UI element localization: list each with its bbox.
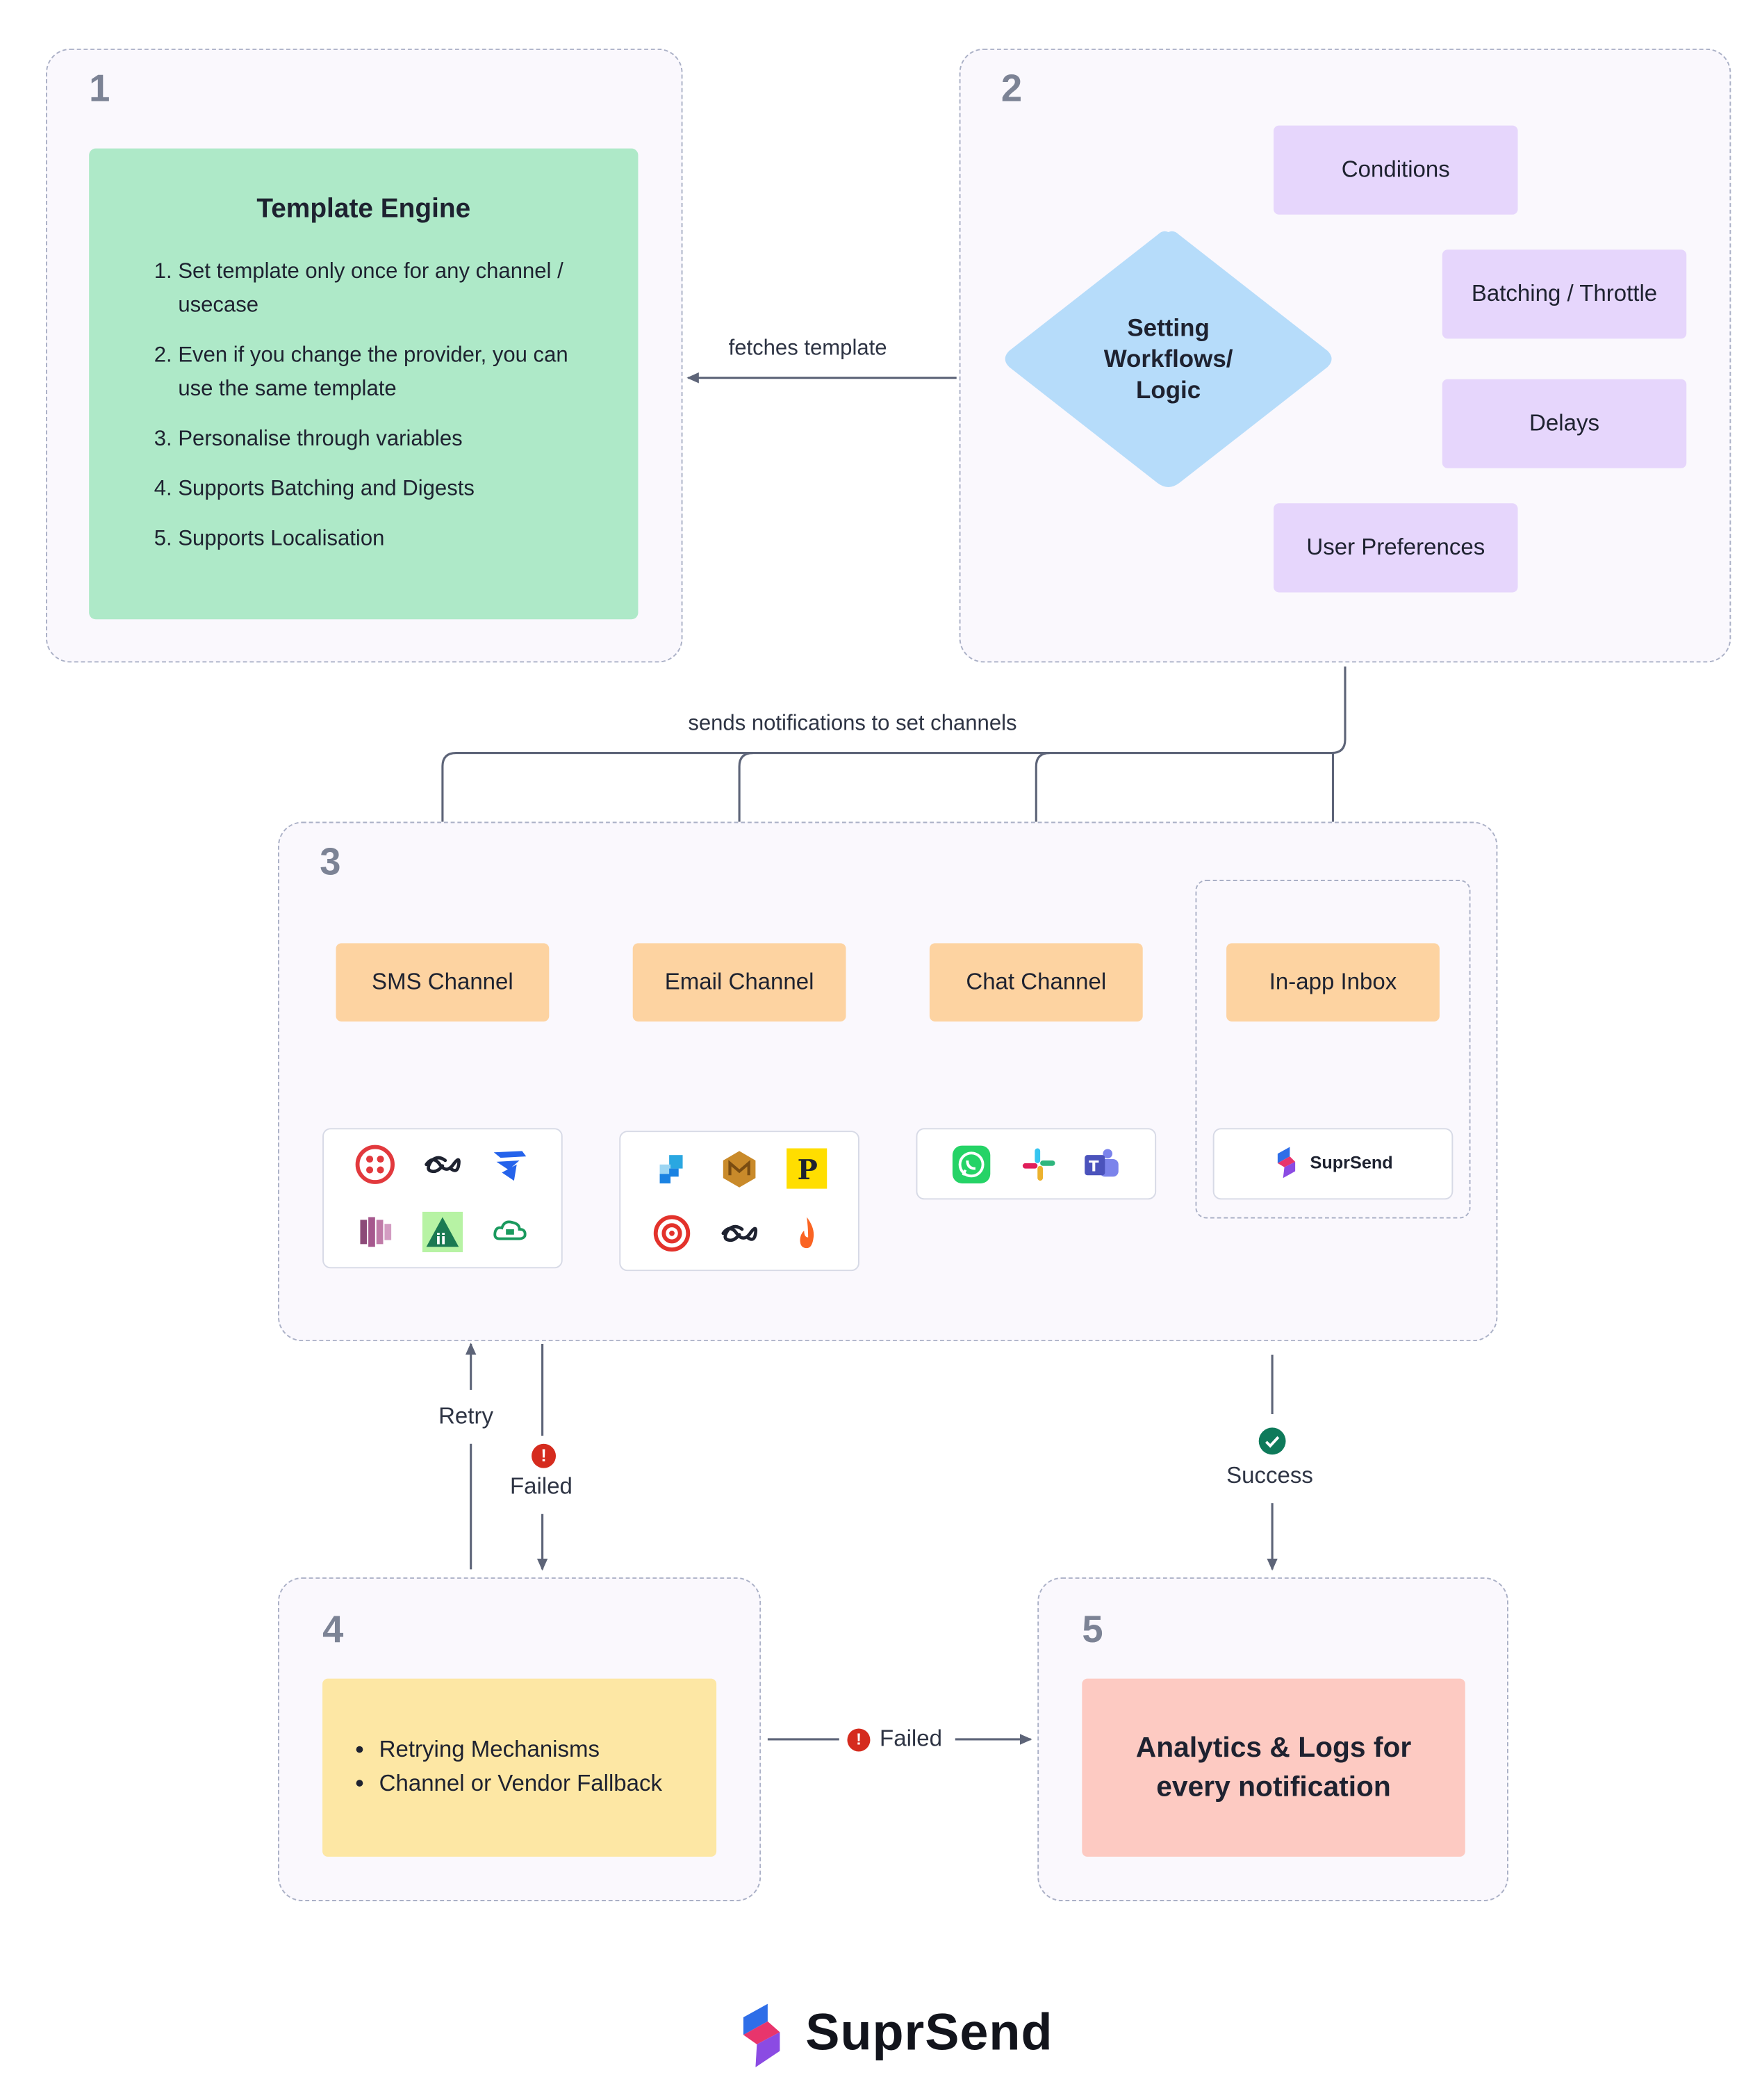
edge-label-retry: Retry <box>438 1403 493 1429</box>
edge-label-sends-notifications: sends notifications to set channels <box>688 712 1017 736</box>
diamond-label: Setting Workflows/ Logic <box>1103 314 1233 404</box>
failed-alert-icon: ! <box>847 1728 871 1752</box>
list-item: Retrying Mechanisms <box>379 1732 716 1766</box>
email-channel-node: Email Channel <box>632 943 846 1022</box>
twilio-icon <box>355 1145 395 1185</box>
email-providers: P <box>619 1131 859 1272</box>
edge-sends-chat <box>1030 751 1050 935</box>
list-item: Personalise through variables <box>178 423 584 457</box>
edge-sends-main <box>437 666 1347 935</box>
edge-label-fetch-template: fetches template <box>728 337 887 361</box>
inapp-inbox-node: In-app Inbox <box>1226 943 1440 1022</box>
chat-providers: T <box>916 1128 1157 1200</box>
ms-teams-icon: T <box>1080 1145 1121 1185</box>
inbox-provider: SuprSend <box>1212 1128 1454 1200</box>
list-item: Even if you change the provider, you can… <box>178 338 584 406</box>
footer-logo-icon <box>735 2003 789 2070</box>
link-chain-icon <box>719 1213 759 1254</box>
messagebird-icon <box>490 1145 530 1185</box>
suprsend-logo-icon <box>1272 1146 1302 1181</box>
svg-text:T: T <box>1089 1158 1099 1175</box>
whatsapp-icon <box>951 1145 991 1185</box>
delays-node: Delays <box>1442 379 1687 468</box>
sms-channel-node: SMS Channel <box>336 943 550 1022</box>
sendgrid-icon <box>652 1148 692 1188</box>
fallback-card: Retrying Mechanisms Channel or Vendor Fa… <box>322 1678 717 1857</box>
conditions-node: Conditions <box>1274 125 1518 215</box>
section-number: 5 <box>1082 1608 1103 1650</box>
link-chain-icon <box>422 1145 463 1185</box>
slack-icon <box>1019 1145 1059 1185</box>
list-item: Set template only once for any channel /… <box>178 255 584 322</box>
amazon-ses-icon <box>719 1148 759 1188</box>
list-item: Supports Localisation <box>178 522 584 556</box>
svg-text:ii: ii <box>436 1231 446 1248</box>
edge-label-failed-right: Failed <box>880 1725 942 1752</box>
edge-label-success: Success <box>1226 1462 1313 1488</box>
edge-label-failed: Failed <box>510 1473 573 1500</box>
msg91-icon: ii <box>422 1211 463 1252</box>
template-engine-list: Set template only once for any channel /… <box>151 255 584 556</box>
analytics-card: Analytics & Logs for every notification <box>1082 1678 1465 1857</box>
aws-sns-icon <box>355 1212 395 1252</box>
template-engine-card: Template Engine Set template only once f… <box>89 148 639 620</box>
section-number: 3 <box>320 840 341 883</box>
section-number: 2 <box>1001 67 1023 110</box>
mailgun-icon <box>652 1213 692 1254</box>
sparkpost-icon <box>787 1213 827 1254</box>
footer-brand: SuprSend <box>805 2005 1053 2062</box>
svg-text:P: P <box>798 1155 818 1186</box>
sms-providers: ii <box>322 1128 563 1269</box>
fallback-list: Retrying Mechanisms Channel or Vendor Fa… <box>355 1732 716 1800</box>
postmark-icon: P <box>787 1148 828 1189</box>
analytics-title: Analytics & Logs for every notification <box>1135 1732 1412 1803</box>
inbox-provider-name: SuprSend <box>1310 1152 1393 1173</box>
user-preferences-node: User Preferences <box>1274 503 1518 593</box>
section-number: 1 <box>89 67 110 110</box>
template-engine-title: Template Engine <box>256 194 471 224</box>
success-check-icon <box>1258 1427 1286 1455</box>
batching-throttle-node: Batching / Throttle <box>1442 249 1687 339</box>
section-number: 4 <box>322 1608 344 1650</box>
list-item: Supports Batching and Digests <box>178 473 584 507</box>
list-item: Channel or Vendor Fallback <box>379 1766 716 1800</box>
failed-alert-icon: ! <box>532 1443 557 1468</box>
cloud-sms-icon <box>490 1212 530 1252</box>
chat-channel-node: Chat Channel <box>929 943 1143 1022</box>
edge-sends-email <box>734 751 753 935</box>
